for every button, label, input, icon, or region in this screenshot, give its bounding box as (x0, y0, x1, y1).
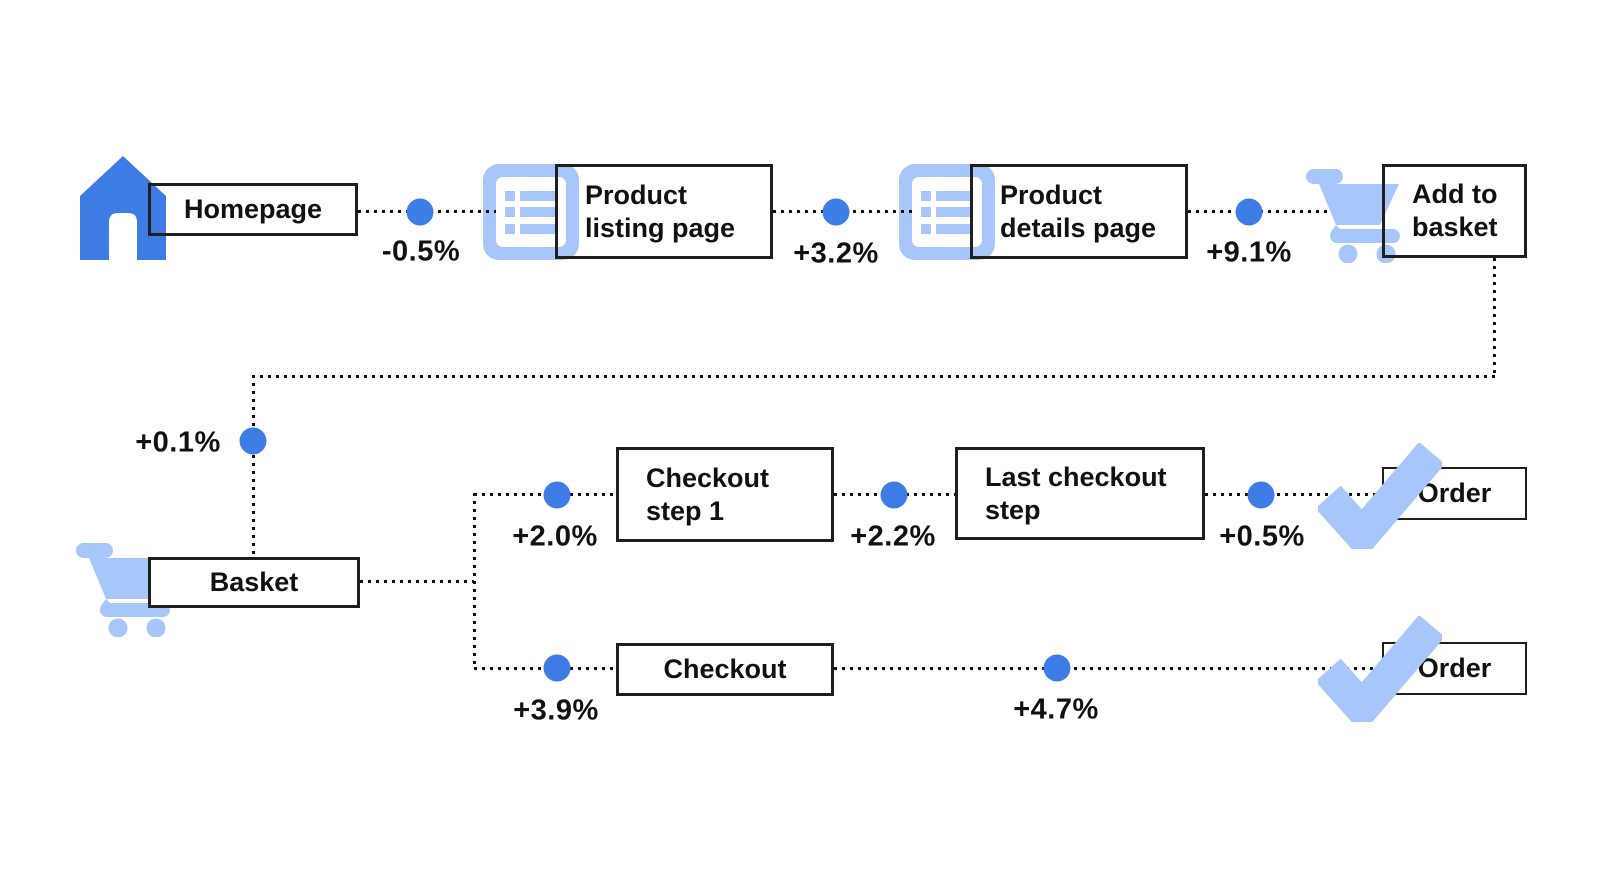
transition-dot (239, 427, 267, 455)
connector-homepage-to-listing (358, 210, 555, 213)
list-row (921, 223, 973, 234)
node-box-product-details: Product details page (970, 164, 1188, 259)
node-box-checkout: Checkout (616, 643, 834, 696)
delta-label-basket-to-checkout-step-1: +2.0% (512, 520, 598, 553)
connector-last-to-order (1205, 493, 1382, 496)
connector-add-to-basket-drop (1493, 258, 1496, 377)
connector-listing-to-details (773, 210, 970, 213)
transition-dot (1247, 481, 1275, 509)
node-label-order-bottom: Order (1417, 653, 1492, 684)
list-row (505, 223, 557, 234)
transition-dot (880, 481, 908, 509)
node-box-product-listing: Product listing page (555, 164, 773, 259)
node-label-checkout: Checkout (663, 654, 787, 685)
node-label-order-top: Order (1417, 478, 1492, 509)
transition-dot (543, 654, 571, 682)
connector-branch-vertical (473, 493, 476, 669)
transition-dot (1043, 654, 1071, 682)
node-box-order-top: Order (1382, 467, 1527, 520)
connector-drop-to-basket (252, 375, 255, 558)
node-box-add-to-basket: Add to basket (1382, 164, 1527, 258)
delta-label-checkout-to-order: +4.7% (1013, 693, 1099, 726)
node-label-add-to-basket: Add to basket (1412, 179, 1498, 242)
delta-label-details-to-add-to-basket: +9.1% (1206, 236, 1292, 269)
list-row (505, 207, 557, 217)
list-row (921, 190, 973, 201)
transition-dot (543, 481, 571, 509)
delta-label-basket-to-checkout: +3.9% (513, 694, 599, 727)
node-box-homepage: Homepage (148, 183, 358, 236)
node-label-product-listing: Product listing page (585, 179, 736, 243)
connector-return-horizontal (252, 375, 1495, 378)
transition-dot (822, 198, 850, 226)
transition-dot (406, 198, 434, 226)
node-box-last-checkout-step: Last checkout step (955, 447, 1205, 540)
list-row (921, 207, 973, 217)
transition-dot (1235, 198, 1263, 226)
node-label-product-details: Product details page (1000, 179, 1157, 243)
home-icon (78, 154, 168, 262)
delta-label-add-to-basket-to-basket: +0.1% (135, 426, 221, 459)
check-icon (1315, 441, 1445, 561)
connector-checkout-to-order (834, 667, 1382, 670)
node-label-homepage: Homepage (183, 194, 323, 225)
delta-label-last-to-order: +0.5% (1219, 520, 1305, 553)
delta-label-checkout-step-1-to-last: +2.2% (850, 520, 936, 553)
connector-details-to-add-to-basket (1188, 210, 1382, 213)
delta-label-homepage-to-listing: -0.5% (381, 235, 461, 268)
shopping-cart-icon (1306, 163, 1402, 264)
list-row (505, 190, 557, 201)
node-label-checkout-step-1: Checkout step 1 (646, 462, 770, 526)
connector-basket-out (360, 580, 474, 583)
node-box-checkout-step-1: Checkout step 1 (616, 447, 834, 542)
node-label-basket: Basket (209, 567, 299, 598)
delta-label-listing-to-details: +3.2% (793, 237, 879, 270)
check-icon (1315, 614, 1445, 734)
node-box-basket: Basket (148, 557, 360, 608)
list-page-icon-content (496, 177, 566, 247)
node-label-last-checkout-step: Last checkout step (985, 461, 1167, 525)
